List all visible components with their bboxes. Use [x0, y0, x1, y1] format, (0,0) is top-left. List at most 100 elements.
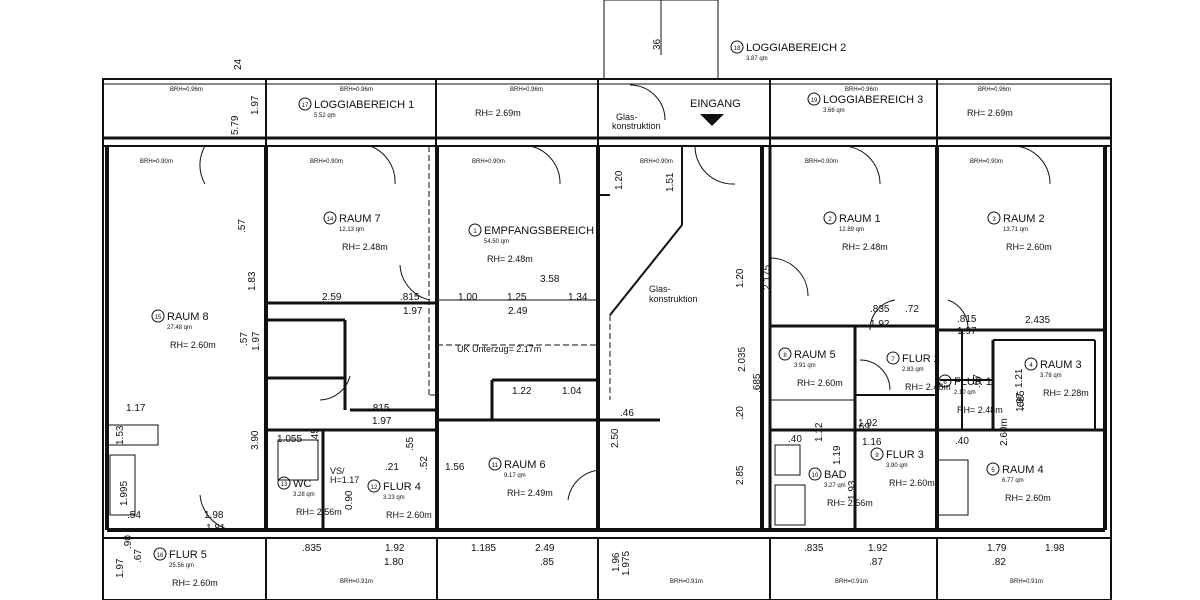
- room-number-circle: [153, 547, 167, 561]
- vs-height-label: H=1.17: [330, 475, 359, 485]
- room-name: RAUM 3: [1040, 359, 1082, 371]
- room-number: 5: [991, 468, 995, 474]
- entrance-label: EINGANG: [690, 98, 741, 110]
- dimension-label: 1.055: [277, 434, 302, 445]
- dimension-label: 1.51: [665, 172, 676, 192]
- dimension-label: 2.435: [1025, 315, 1050, 326]
- room-number: 18: [734, 46, 741, 52]
- dimension-label: .40: [955, 436, 969, 447]
- dimension-label: 36: [652, 38, 663, 50]
- room-number: 2: [828, 217, 832, 223]
- dimension-label: 24: [233, 58, 244, 70]
- room-height: RH= 2.60m: [172, 578, 218, 588]
- room-number: 4: [1029, 363, 1033, 369]
- room-number-circle: [298, 97, 312, 111]
- room-number-circle: [488, 457, 502, 471]
- dimension-label: 2.50: [610, 428, 621, 448]
- dimension-label: .57: [237, 219, 248, 233]
- dimension-label: .45: [310, 428, 321, 442]
- room-name: EMPFANGSBEREICH: [484, 225, 594, 237]
- dimension-label: 1.995: [119, 481, 130, 506]
- room-number: 9: [875, 453, 879, 459]
- room-number-circle: [823, 211, 837, 225]
- room-number: 13: [281, 482, 288, 488]
- dimension-label: .87: [869, 557, 883, 568]
- room-name: FLUR 5: [169, 549, 207, 561]
- room-number: 8: [783, 353, 787, 359]
- dimension-label: 3.58: [540, 274, 560, 285]
- glass-label: konstruktion: [649, 294, 698, 304]
- room-height: RH= 2.48m: [842, 242, 888, 252]
- room-number: 6: [943, 380, 947, 386]
- window-brh-label: BRH=0.96m: [340, 87, 373, 93]
- dimension-label: 1.97: [1015, 392, 1026, 412]
- room-number-circle: [277, 476, 291, 490]
- dimension-label: 1.20: [735, 268, 746, 288]
- room-height: RH= 2.56m: [827, 498, 873, 508]
- entrance-arrow-icon: [700, 114, 724, 126]
- vs-label: VS/: [330, 466, 345, 476]
- room-number: 11: [492, 463, 499, 469]
- dimension-label: .20: [735, 406, 746, 420]
- room-name: BAD: [824, 469, 847, 481]
- room-area: 3.28 qm: [293, 492, 315, 498]
- dimension-label: .57: [239, 332, 250, 346]
- dimension-label: .67: [133, 549, 144, 563]
- dimension-label: 1.56: [445, 462, 465, 473]
- dimension-label: .69: [856, 422, 870, 433]
- glass-label: Glas-: [616, 112, 638, 122]
- dimension-label: 1.20: [614, 170, 625, 190]
- room-height: RH= 2.60m: [1005, 493, 1051, 503]
- dimension-label: 2.035: [737, 347, 748, 372]
- room-area: 2.10 qm: [954, 390, 976, 396]
- room-number: 16: [157, 553, 164, 559]
- dimension-label: 1.92: [868, 543, 888, 554]
- room-area: 12.89 qm: [839, 227, 864, 233]
- dimension-label: 2.60m: [999, 418, 1010, 446]
- room-number: 14: [327, 217, 334, 223]
- window-brh-label: BRH=0.96m: [170, 87, 203, 93]
- dimension-label: 1.97: [250, 95, 261, 115]
- room-number-circle: [367, 479, 381, 493]
- room-area: 27.48 qm: [167, 325, 192, 331]
- room-area: 13.71 qm: [1003, 227, 1028, 233]
- room-name: LOGGIABEREICH 1: [314, 99, 414, 111]
- dimension-label: .835: [870, 304, 890, 315]
- room-name: RAUM 4: [1002, 464, 1044, 476]
- room-number: 15: [155, 315, 162, 321]
- dimension-label: .835: [302, 543, 322, 554]
- room-name: LOGGIABEREICH 2: [746, 42, 846, 54]
- window-brh-label: BRH=0.90m: [805, 159, 838, 165]
- dimension-label: 1.25: [507, 292, 527, 303]
- room-number-circle: [987, 211, 1001, 225]
- room-name: RAUM 7: [339, 213, 381, 225]
- room-name: LOGGIABEREICH 3: [823, 94, 923, 106]
- room-area: 3.87 qm: [746, 56, 768, 62]
- dimension-label: 2.175: [762, 265, 773, 290]
- dimension-label: .67: [972, 374, 983, 388]
- room-number-circle: [986, 462, 1000, 476]
- room-number-circle: [151, 309, 165, 323]
- dimension-label: 1.96: [611, 552, 622, 572]
- room-name: FLUR 4: [383, 481, 421, 493]
- dimension-label: .815: [400, 292, 420, 303]
- dimension-label: 1.80: [384, 557, 404, 568]
- dimension-label: 2.59: [322, 292, 342, 303]
- room-height: RH= 2.60m: [889, 478, 935, 488]
- room-height: RH= 2.48m: [487, 254, 533, 264]
- dimension-label: 1.92: [870, 319, 890, 330]
- room-number: 7: [891, 357, 895, 363]
- dimension-label: 1.97: [251, 331, 262, 351]
- window-brh-label: BRH=0.91m: [340, 579, 373, 585]
- dimension-label: .90: [123, 535, 134, 549]
- dimension-label: 0.90: [344, 490, 355, 510]
- window-brh-label: BRH=0.90m: [970, 159, 1003, 165]
- room-height: RH= 2.60m: [1006, 242, 1052, 252]
- dimension-label: .46: [620, 408, 634, 419]
- dimension-label: .54: [127, 510, 141, 521]
- room-number: 19: [811, 98, 818, 104]
- dimension-label: 3.90: [250, 430, 261, 450]
- window-brh-label: BRH=0.96m: [510, 87, 543, 93]
- room-area: 54.50 qm: [484, 239, 509, 245]
